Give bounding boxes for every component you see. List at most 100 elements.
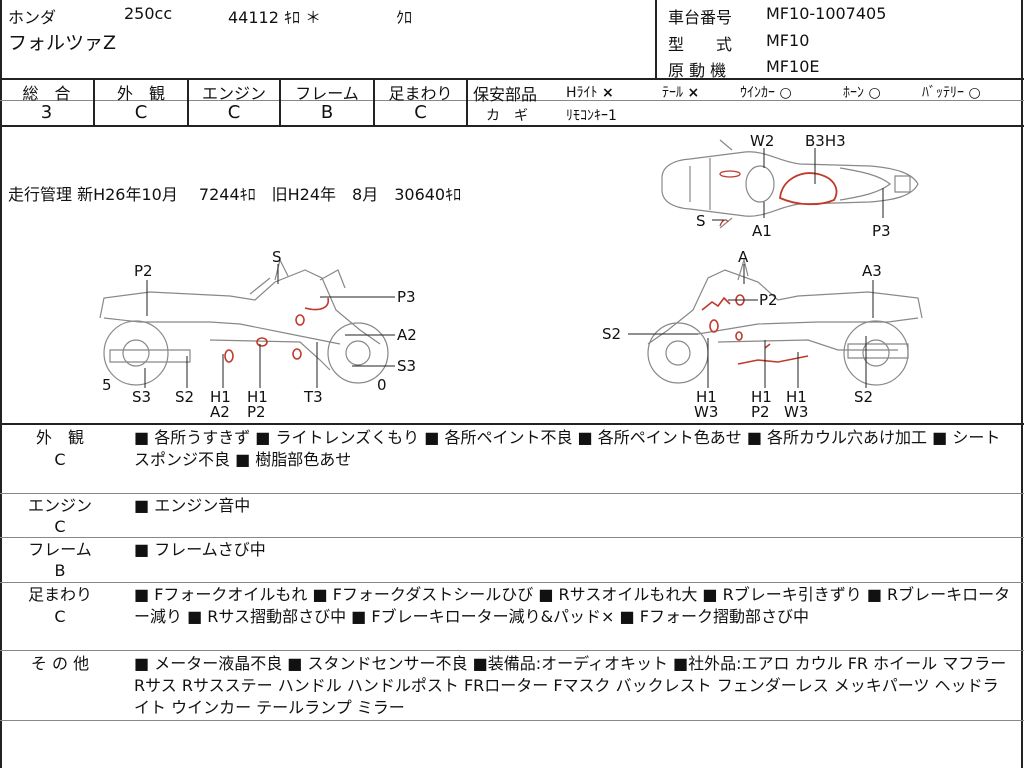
section-suspension-label: 足まわり — [27, 585, 92, 604]
grade-value-frame: B — [320, 102, 334, 123]
left-label-s2: S2 — [175, 388, 194, 406]
section-engine-text: ■ エンジン音中 — [134, 496, 251, 515]
right-label-a3: A3 — [862, 262, 882, 280]
frame-no-label: 車台番号 — [668, 8, 733, 27]
frame-left — [0, 0, 2, 768]
right-label-w3a: W3 — [694, 403, 718, 420]
left-label-h1b: H1 — [247, 388, 268, 406]
safety-item-mark: ○ — [868, 85, 881, 101]
safety-item-winker: ｳｲﾝｶｰ ○ — [740, 82, 792, 102]
safety-item-horn: ﾎｰﾝ ○ — [843, 82, 881, 102]
section-frame-grade: B — [54, 561, 66, 580]
grade-col-divider — [279, 78, 281, 126]
scooter-left-view: P2 S P3 A2 S3 5 S3 S2 H1 A2 H1 P2 T3 0 — [99, 248, 417, 420]
section-suspension-text: ■ Fフォークオイルもれ ■ Fフォークダストシールひび ■ Rサスオイルもれ大… — [134, 585, 1011, 626]
section-exterior-text: ■ 各所うすきず ■ ライトレンズくもり ■ 各所ペイント不良 ■ 各所ペイント… — [134, 428, 1001, 469]
left-label-h1a: H1 — [210, 388, 231, 406]
right-label-h1a: H1 — [696, 388, 717, 406]
top-label-a1: A1 — [752, 222, 772, 240]
right-label-h1b: H1 — [751, 388, 772, 406]
safety-item-label: ﾎｰﾝ — [843, 85, 864, 101]
key-label: カ ギ — [486, 108, 528, 124]
grade-col-divider — [373, 78, 375, 126]
left-label-s: S — [272, 248, 282, 266]
left-label-s3: S3 — [397, 357, 416, 375]
section-other-text: ■ メーター液晶不良 ■ スタンドセンサー不良 ■装備品:オーディオキット ■社… — [134, 654, 1007, 717]
section-divider — [0, 493, 1024, 494]
grade-header-suspension: 足まわり — [388, 84, 453, 103]
right-label-p2: P2 — [759, 291, 778, 309]
grade-col-divider — [187, 78, 189, 126]
grade-mid-border — [0, 100, 1024, 101]
engine-label: 原 動 機 — [668, 61, 727, 80]
left-label-p3: P3 — [397, 288, 416, 306]
safety-item-label: ﾃｰﾙ — [662, 85, 683, 101]
safety-item-label: ｳｲﾝｶｰ — [740, 85, 775, 101]
scooter-right-view: A A3 P2 S2 H1 W3 H1 P2 H1 W3 S2 — [602, 248, 923, 420]
grade-col-divider — [93, 78, 95, 126]
top-label-s: S — [696, 212, 706, 230]
mileage: 44112 ｷﾛ ＊ — [228, 8, 322, 27]
left-label-0: 0 — [377, 376, 387, 394]
scooter-top-view: W2 B3H3 S A1 P3 — [661, 132, 919, 240]
grade-header-exterior: 外 観 — [116, 84, 165, 103]
safety-item-mark: ○ — [968, 85, 981, 101]
safety-label: 保安部品 — [473, 85, 538, 104]
safety-item-tail: ﾃｰﾙ × — [662, 82, 699, 102]
safety-item-mark: × — [687, 85, 700, 101]
remarks-top-border — [0, 423, 1024, 425]
grade-col-divider — [466, 78, 468, 126]
section-exterior-grade: C — [54, 450, 66, 469]
top-label-b3h3: B3H3 — [805, 132, 846, 150]
section-divider — [0, 582, 1024, 583]
grade-value-overall: 3 — [40, 102, 53, 123]
right-label-a: A — [738, 248, 749, 266]
right-label-p2b: P2 — [751, 403, 770, 420]
running-history: 走行管理 新H26年10月 7244ｷﾛ 旧H24年 8月 30640ｷﾛ — [8, 185, 462, 204]
left-label-a2: A2 — [397, 326, 417, 344]
section-engine-label: エンジン — [27, 496, 92, 515]
key-value: ﾘﾓｺﾝｷｰ1 — [566, 108, 617, 124]
section-frame-text: ■ フレームさび中 — [134, 540, 266, 559]
header-divider — [655, 0, 657, 78]
grade-value-suspension: C — [414, 102, 427, 123]
displacement: 250cc — [124, 4, 173, 23]
left-label-t3: T3 — [303, 388, 323, 406]
grade-header-frame: フレーム — [295, 84, 359, 103]
frame-right — [1021, 0, 1023, 768]
type-label: 型 式 — [668, 35, 733, 54]
section-divider — [0, 650, 1024, 651]
left-label-s3b: S3 — [132, 388, 151, 406]
safety-item-label: Hﾗｲﾄ — [566, 85, 598, 101]
section-other-label: そ の 他 — [30, 654, 90, 673]
safety-item-battery: ﾊﾞｯﾃﾘｰ ○ — [922, 82, 981, 102]
grade-top-border — [0, 78, 1024, 80]
engine-value: MF10E — [766, 57, 820, 76]
right-label-h1c: H1 — [786, 388, 807, 406]
grade-bottom-border — [0, 125, 1024, 127]
section-frame-label: フレーム — [28, 540, 92, 559]
grade-header-overall: 総 合 — [22, 84, 71, 103]
safety-item-mark: × — [601, 85, 614, 101]
section-suspension-grade: C — [54, 607, 66, 626]
grade-header-engine: エンジン — [201, 84, 266, 103]
grade-value-exterior: C — [134, 102, 148, 123]
left-label-a2b: A2 — [210, 403, 230, 420]
section-engine-grade: C — [54, 517, 66, 536]
right-label-s2: S2 — [602, 325, 621, 343]
model-name: フォルツァZ — [8, 32, 117, 54]
left-label-p2b: P2 — [247, 403, 266, 420]
section-exterior-label: 外 観 — [35, 428, 84, 447]
right-label-w3b: W3 — [784, 403, 808, 420]
frame-no: MF10-1007405 — [766, 4, 887, 23]
right-label-s2b: S2 — [854, 388, 873, 406]
section-divider — [0, 720, 1024, 721]
section-divider — [0, 537, 1024, 538]
safety-item-label: ﾊﾞｯﾃﾘｰ — [922, 85, 964, 101]
top-label-p3: P3 — [872, 222, 891, 240]
safety-item-headlight: Hﾗｲﾄ × — [566, 82, 614, 102]
color: ｸﾛ — [396, 8, 413, 27]
type-value: MF10 — [766, 31, 810, 50]
safety-item-mark: ○ — [779, 85, 792, 101]
grade-value-engine: C — [227, 102, 241, 123]
